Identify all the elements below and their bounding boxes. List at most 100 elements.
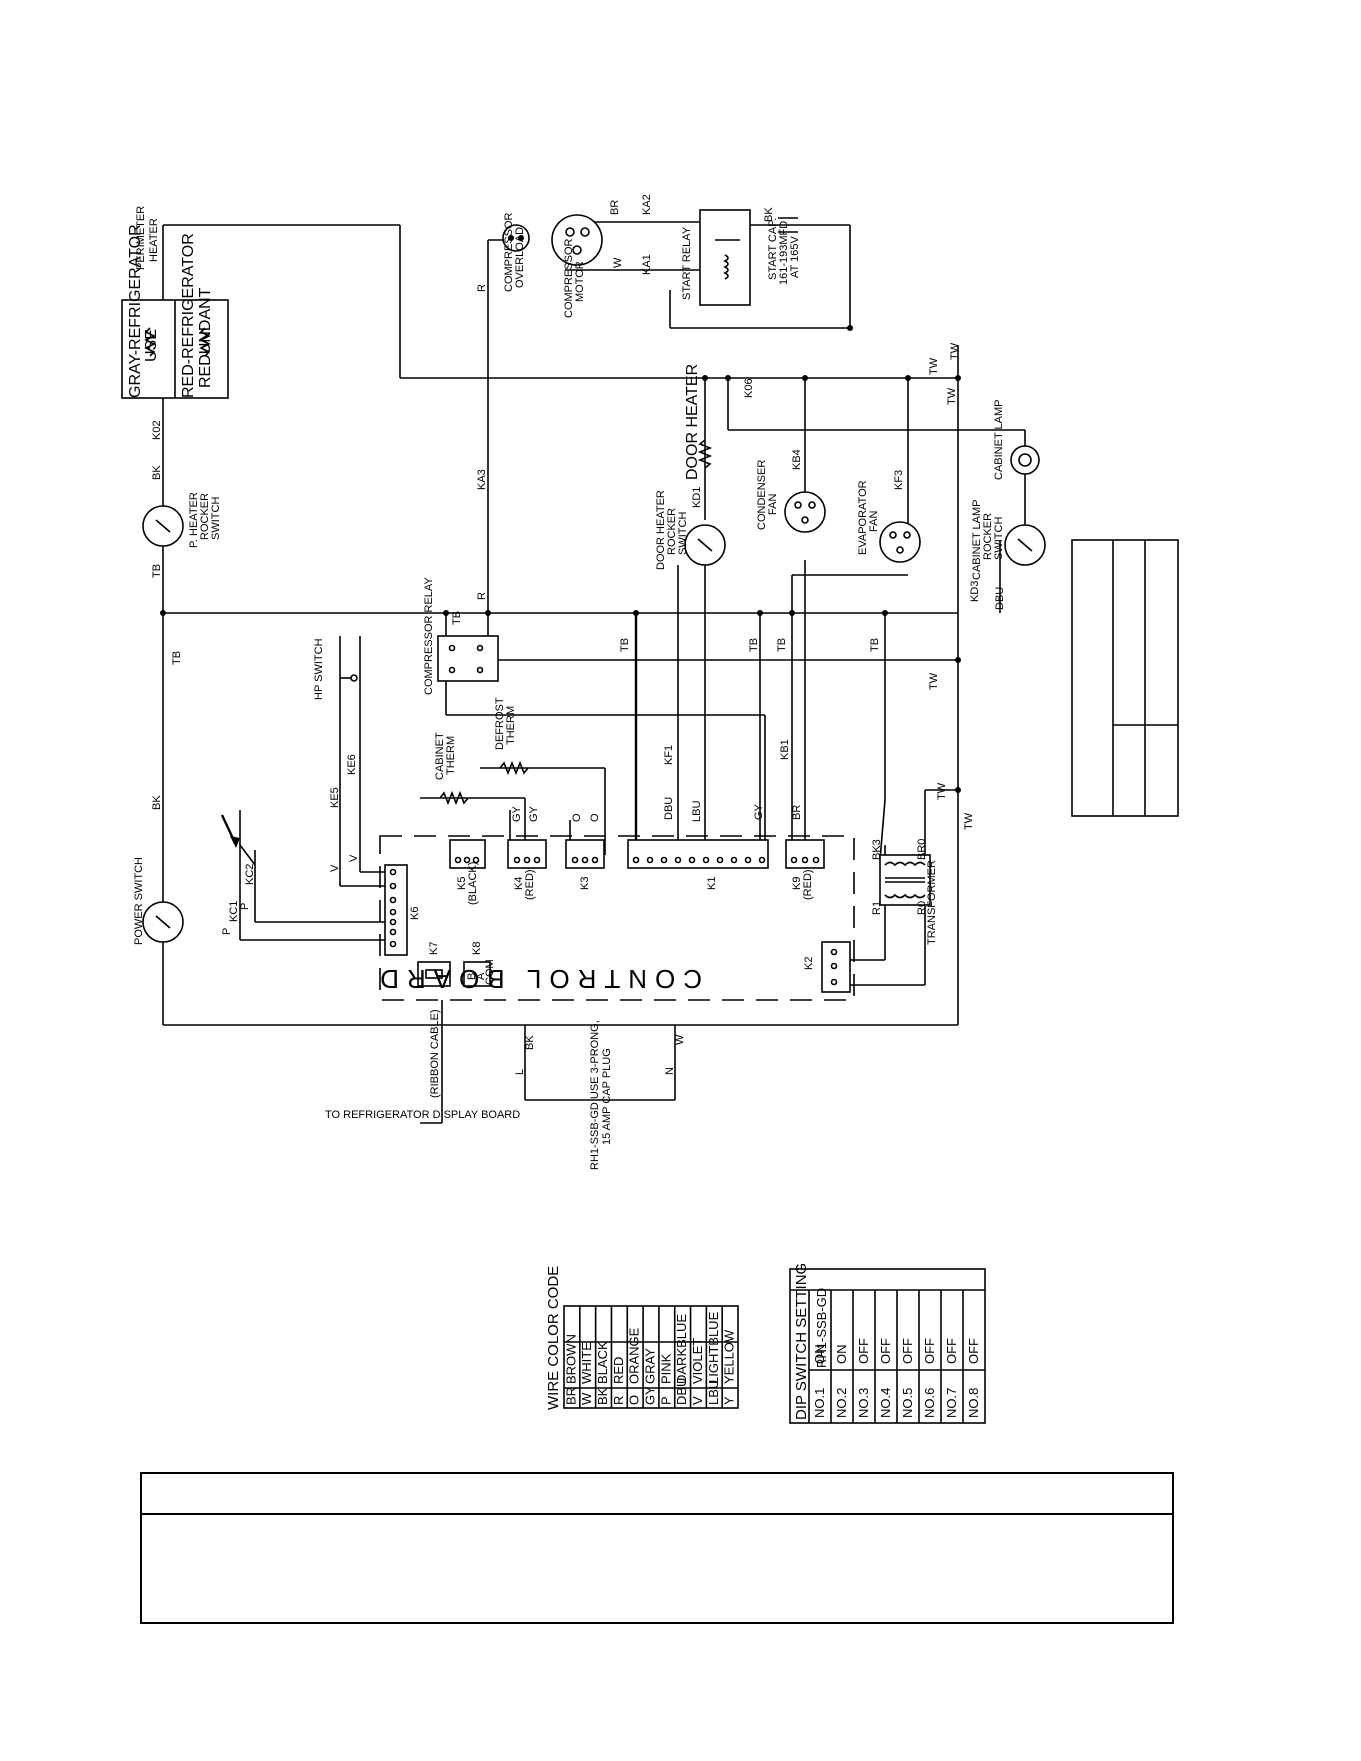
- k4-label: K4: [513, 877, 525, 890]
- compressor-overload: [502, 224, 530, 252]
- wire-p-1-label: P: [221, 928, 233, 935]
- p-heater-label-3: SWITCH: [210, 497, 222, 540]
- wire-kf1-label: KF1: [663, 745, 675, 765]
- k5-label: K5: [456, 877, 468, 890]
- component-labels: PERIMETER HEATER GRAY-REFRIGERATOR USE R…: [127, 206, 1005, 1170]
- control-board-outline: [379, 835, 855, 1001]
- arrow-switch: [220, 814, 256, 866]
- dip-switch-number: NO.7: [944, 1388, 959, 1418]
- dip-switch-value: OFF: [856, 1338, 871, 1364]
- wire-r0-label: R0: [916, 901, 928, 915]
- connector-pins: [389, 856, 838, 986]
- wire-k06-label: K06: [743, 378, 755, 398]
- compressor-relay-label: COMPRESSOR RELAY: [423, 577, 435, 695]
- dip-switch-number: NO.4: [878, 1388, 893, 1418]
- dip-switch-number: NO.6: [922, 1388, 937, 1418]
- wire-code-abbr: Y: [722, 1396, 737, 1405]
- wire-labels: BR KA2 W KA1 BK R KA3 R BK K02 TB TB BK …: [151, 194, 1006, 1075]
- wire-code-abbr: V: [690, 1396, 705, 1405]
- perimeter-heater-label-2: HEATER: [148, 218, 160, 262]
- wire-v-1-label: V: [329, 864, 341, 872]
- cabinet-lamp-switch-label-2: ROCKER: [982, 513, 994, 560]
- svg-text:PERIMETER: PERIMETER: [135, 206, 147, 270]
- wire-p-2-label: P: [239, 903, 251, 910]
- wire-v-2-label: V: [348, 854, 360, 862]
- wire-w-plug-label: W: [674, 1034, 686, 1045]
- empty-title-table: [1071, 539, 1179, 817]
- k8-label: K8: [471, 942, 483, 955]
- wire-kf3-label: KF3: [893, 470, 905, 490]
- wire-kc1-label: KC1: [228, 901, 240, 922]
- wiring-lines: [162, 221, 1026, 1124]
- wire-tb-1-label: TB: [619, 638, 631, 652]
- condenser-fan-label-2: FAN: [767, 494, 779, 515]
- evaporator-fan: [879, 521, 921, 563]
- red-refrigerator-label: RED-REFRIGERATOR: [180, 233, 197, 398]
- power-switch-label: POWER SWITCH: [133, 857, 145, 945]
- wire-o-2-label: O: [589, 813, 601, 822]
- wire-code-color: LIGHTBLUE: [706, 1311, 721, 1384]
- wire-code-color: ORANGE: [627, 1327, 642, 1384]
- wire-code-abbr: DBU: [674, 1378, 689, 1405]
- dip-switch-value: OFF: [922, 1338, 937, 1364]
- dip-switch-title: DIP SWITCH SETTING: [793, 1263, 810, 1420]
- wire-bk-heater-label: BK: [151, 465, 163, 480]
- start-capacitor: [778, 217, 798, 233]
- start-cap-label-3: AT 165V: [789, 236, 801, 278]
- door-heater-switch-label-1: DOOR HEATER: [655, 490, 667, 570]
- defrost-therm-label-2: THERM: [505, 706, 517, 745]
- wire-color-code-table: WIRE COLOR CODE BRBROWNWWHITEBKBLACKRRED…: [545, 1266, 739, 1410]
- dip-switch-value: OFF: [900, 1338, 915, 1364]
- wire-kb1-label: KB1: [779, 739, 791, 760]
- transformer-label: TRANSFORMER: [926, 860, 938, 945]
- use-label: USE: [143, 329, 160, 362]
- k3-label: K3: [579, 877, 591, 890]
- wire-tw-6-label: TW: [963, 812, 975, 830]
- wire-dbu-label: DBU: [663, 797, 675, 820]
- wire-code-abbr: P: [658, 1396, 673, 1405]
- plug-note-label-2: 15 AMP CAP PLUG: [601, 1048, 613, 1145]
- svg-text:HEATER: HEATER: [148, 218, 160, 262]
- wire-code-abbr: W: [579, 1392, 594, 1405]
- dip-switch-table: DIP SWITCH SETTING RH1-SSB-GD NO.1ONNO.2…: [789, 1263, 986, 1424]
- dip-switch-value: ON: [812, 1345, 827, 1365]
- cabinet-lamp-label: CABINET LAMP: [993, 400, 1005, 481]
- cabinet-therm-label-1: CABINET: [434, 732, 446, 780]
- wire-kd1-label: KD1: [691, 487, 703, 508]
- wire-code-color: DARKBLUE: [674, 1314, 689, 1384]
- wire-lbu-label: LBU: [691, 801, 703, 822]
- caption-header: [142, 1474, 1172, 1515]
- start-cap-label-2: 161-193MFD: [778, 221, 790, 285]
- wire-r1-label: R1: [871, 901, 883, 915]
- k9-color-label: (RED): [802, 869, 814, 900]
- wire-code-color: VIOLET: [690, 1338, 705, 1384]
- wire-code-color: WHITE: [579, 1342, 594, 1384]
- plug-note-label-1: RH1-SSB-GD USE 3-PRONG,: [589, 1020, 601, 1170]
- ribbon-cable-label: (RIBBON CABLE): [429, 1009, 441, 1098]
- dip-switch-value: OFF: [878, 1338, 893, 1364]
- k9-label: K9: [791, 877, 803, 890]
- wire-tb-left-label: TB: [151, 564, 163, 578]
- door-heater-label: DOOR HEATER: [684, 364, 701, 480]
- wire-code-color: BROWN: [563, 1334, 578, 1384]
- evaporator-fan-label-1: EVAPORATOR: [857, 480, 869, 555]
- p-heater-label-2: ROCKER: [199, 493, 211, 540]
- wire-bk-cap-label: BK: [763, 207, 775, 222]
- compressor-overload-label-1: COMPRESSOR: [503, 212, 515, 292]
- wire-ke6-label: KE6: [346, 754, 358, 775]
- door-heater-switch-label-2: ROCKER: [666, 508, 678, 555]
- compressor-relay: [437, 635, 499, 682]
- dip-switch-value: OFF: [966, 1338, 981, 1364]
- wire-code-abbr: R: [611, 1396, 626, 1405]
- wire-kc2-label: KC2: [244, 864, 256, 885]
- wire-n-label: N: [664, 1067, 676, 1075]
- wire-br-label: BR: [609, 200, 621, 215]
- wire-br-board-label: BR: [791, 805, 803, 820]
- thermistors: [439, 760, 529, 806]
- wire-tw-1-label: TW: [949, 342, 961, 360]
- k8-pin-com: COM: [484, 959, 496, 985]
- wire-ke5-label: KE5: [329, 787, 341, 808]
- wire-tw-2-label: TW: [928, 357, 940, 375]
- power-switch: [142, 901, 184, 943]
